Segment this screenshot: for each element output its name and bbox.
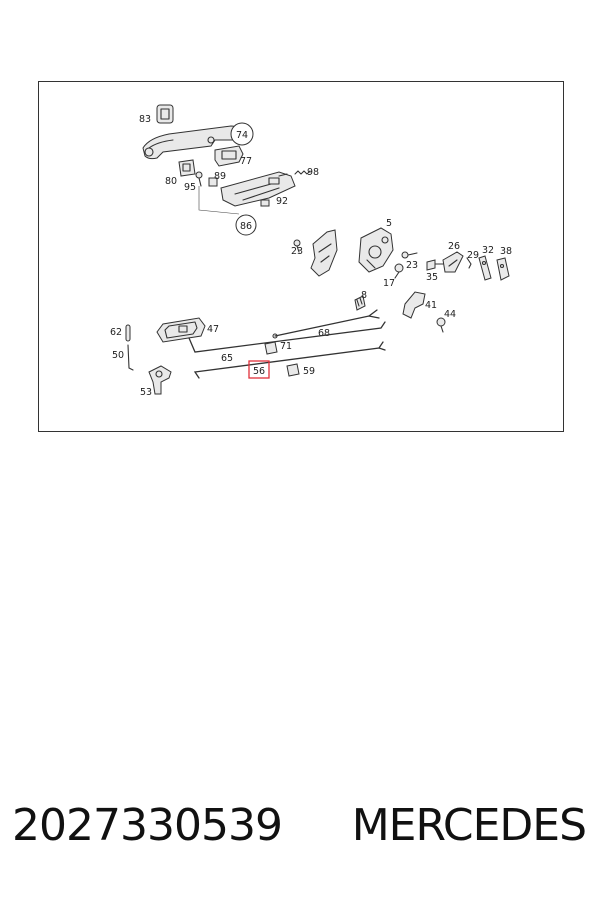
label-17: 17 (383, 278, 395, 289)
highlight-box-56 (248, 360, 270, 379)
part-29-clip[interactable] (466, 257, 472, 269)
part-17-bolt[interactable] (394, 263, 404, 279)
label-80: 80 (165, 176, 177, 187)
label-98: 98 (307, 167, 319, 178)
label-95: 95 (184, 182, 196, 193)
label-47: 47 (207, 324, 219, 335)
label-41: 41 (425, 300, 437, 311)
callout-circle-86 (235, 214, 257, 236)
label-38: 38 (500, 246, 512, 257)
label-23a: 23 (291, 246, 303, 257)
label-86: 86 (240, 221, 252, 232)
part-68-rod[interactable] (272, 309, 380, 339)
part-77-handle-bezel[interactable] (214, 145, 244, 167)
footer: 2027330539 MERCEDES (0, 800, 600, 870)
part-95-screw[interactable] (195, 171, 203, 187)
part-32-link[interactable] (478, 255, 492, 281)
label-35: 35 (426, 272, 438, 283)
part-lock-cover[interactable] (310, 229, 338, 277)
label-92: 92 (276, 196, 288, 207)
part-59-clip[interactable] (286, 363, 300, 377)
part-86-handle-carrier[interactable] (220, 171, 296, 207)
label-89: 89 (214, 171, 226, 182)
brand-name: MERCEDES (351, 800, 587, 851)
label-26: 26 (448, 241, 460, 252)
part-74-outer-handle[interactable] (142, 125, 242, 160)
part-92-bracket[interactable] (260, 199, 270, 207)
label-56: 56 (253, 366, 265, 377)
part-89-clip[interactable] (208, 177, 218, 187)
label-68: 68 (318, 328, 330, 339)
callout-circle-74 (230, 122, 254, 146)
part-71-clip[interactable] (264, 341, 278, 355)
label-83: 83 (139, 114, 151, 125)
part-38-plate[interactable] (496, 257, 510, 281)
part-56-rod[interactable] (193, 341, 386, 379)
label-74: 74 (236, 130, 248, 141)
label-29: 29 (467, 250, 479, 261)
part-23-bracket-left[interactable] (293, 239, 301, 253)
part-50-pin[interactable] (127, 344, 134, 371)
label-59: 59 (303, 366, 315, 377)
label-65: 65 (221, 353, 233, 364)
label-71: 71 (280, 341, 292, 352)
part-65-rod[interactable] (188, 321, 386, 353)
label-32: 32 (482, 245, 494, 256)
part-80-gasket[interactable] (178, 159, 196, 177)
part-5-door-lock[interactable] (358, 227, 394, 273)
part-number: 2027330539 (12, 800, 283, 851)
label-62: 62 (110, 327, 122, 338)
label-50: 50 (112, 350, 124, 361)
part-44-screw[interactable] (436, 317, 446, 333)
part-83-lock-cylinder[interactable] (156, 104, 174, 124)
exploded-view-drawing: 83 74 77 80 95 89 (110, 104, 512, 398)
part-41-bracket[interactable] (402, 291, 426, 319)
part-26-bracket[interactable] (442, 251, 464, 273)
label-5: 5 (386, 218, 392, 229)
part-53-bellcrank[interactable] (148, 365, 172, 395)
parts-diagram: 83 74 77 80 95 89 (38, 81, 564, 432)
part-62-rod[interactable] (125, 324, 131, 342)
part-47-inner-handle[interactable] (156, 317, 206, 343)
part-23-screw-right[interactable] (401, 251, 418, 259)
label-23b: 23 (406, 260, 418, 271)
part-98-spring[interactable] (294, 170, 311, 175)
label-44: 44 (444, 309, 456, 320)
part-8-grommet[interactable] (354, 295, 366, 311)
label-8: 8 (361, 290, 367, 301)
label-53: 53 (140, 387, 152, 398)
part-35-bolt[interactable] (426, 259, 446, 271)
label-77: 77 (240, 156, 252, 167)
